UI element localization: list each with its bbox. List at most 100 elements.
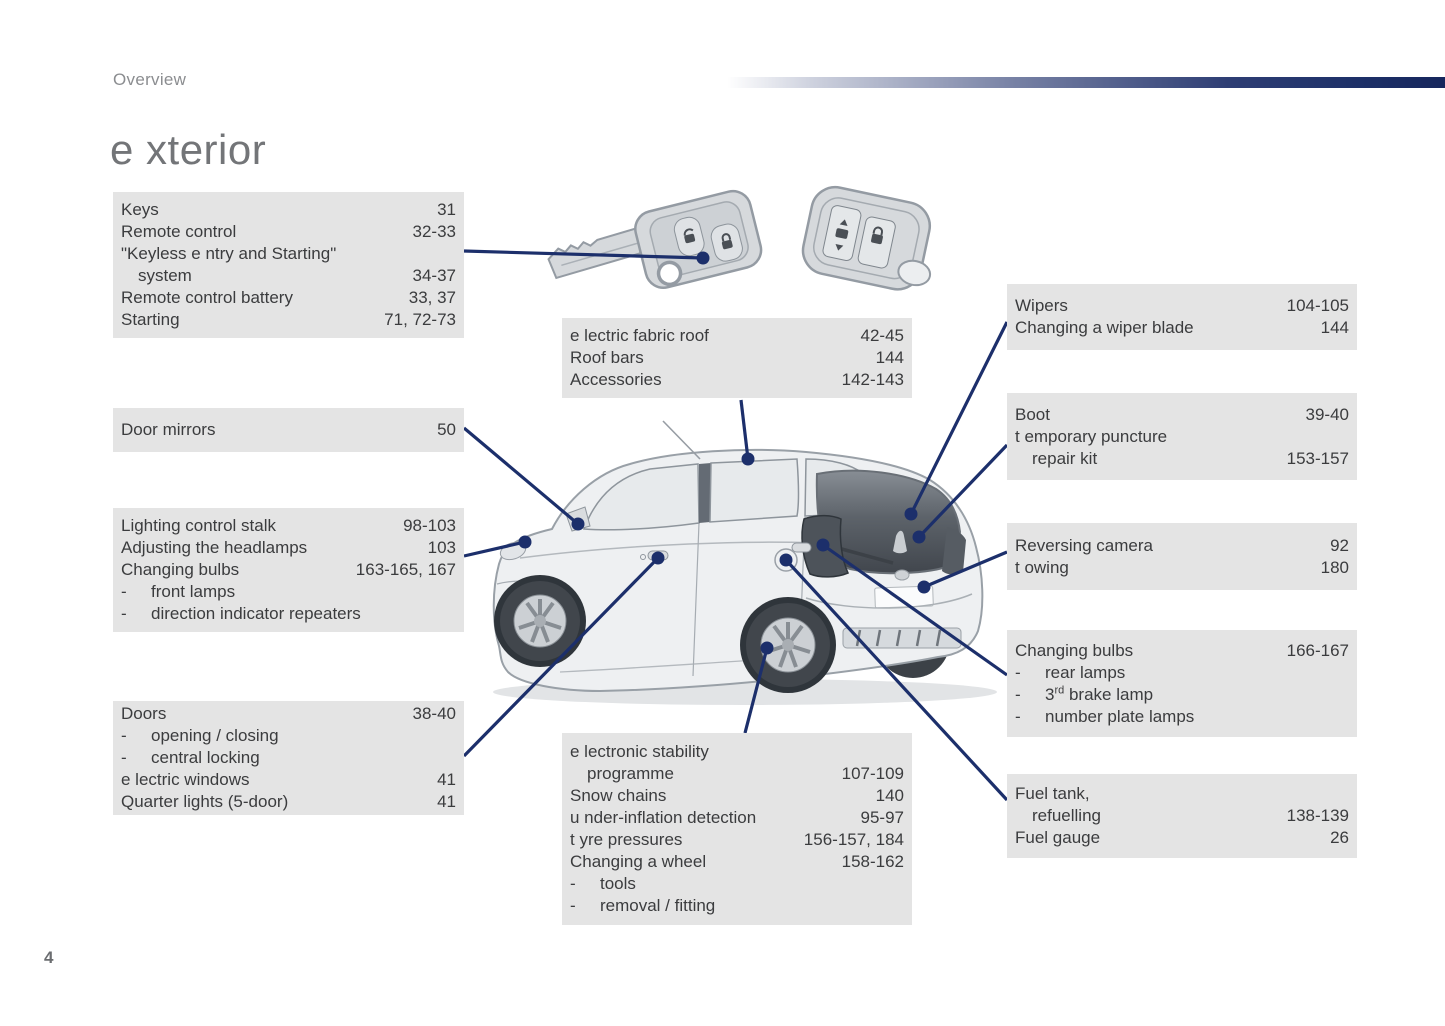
connector-door-mirrors [462,426,585,531]
b-pillar [699,463,711,523]
connector-dot [816,538,830,552]
page-ref: 107-109 [841,764,904,783]
page-ref: 144 [1320,318,1349,337]
index-row: Quarter lights (5-door) 41 [121,791,456,813]
page-ref: 38-40 [412,704,456,723]
entry-label: repair kit [1032,448,1098,468]
entry-label: Quarter lights (5-door) [121,792,289,811]
entry-label: 3rd brake lamp [1045,683,1154,704]
entry-label: removal / fitting [600,896,716,915]
connector-roof [739,399,755,466]
index-row: Changing bulbs 166-167 [1015,640,1349,662]
page-ref: 166-167 [1286,640,1349,660]
keyless-fob-illustration [801,185,932,291]
page-ref: 31 [437,200,456,219]
index-row: -opening / closing [121,725,456,747]
index-row: e lectronic stability [570,741,904,763]
keyhole [640,554,646,560]
page-ref: 71, 72-73 [384,310,456,329]
page-ref: 39-40 [1305,404,1349,424]
bullet-dash: - [570,896,576,915]
page-ref: 158-162 [841,852,904,871]
connector-dot [696,251,710,265]
entry-label: Fuel gauge [1015,828,1101,847]
page-ref: 42-45 [860,326,904,345]
page-ref: 41 [437,792,456,811]
page-ref: 144 [875,348,904,367]
index-row: -direction indicator repeaters [121,603,456,625]
page-ref: 92 [1330,535,1349,555]
bullet-dash: - [121,726,127,745]
entry-label: Door mirrors [121,420,216,439]
lion-badge [893,530,907,554]
entry-label: number plate lamps [1045,706,1195,726]
connector-dot [912,530,926,544]
rear-wheel [740,597,836,693]
front-wheel [494,575,586,667]
entry-label: Changing a wheel [570,852,707,871]
page-ref: 95-97 [860,808,904,827]
entry-label: Changing bulbs [1015,640,1134,660]
index-row: -central locking [121,747,456,769]
entry-label: e lectric windows [121,770,250,789]
entry-label: Boot [1015,404,1050,424]
index-row: Boot 39-40 [1015,404,1349,426]
index-row: "Keyless e ntry and Starting" [121,243,456,265]
page-title: e xterior [110,126,267,173]
entry-label: t emporary puncture [1015,426,1168,446]
entry-label: Changing a wiper blade [1015,318,1194,337]
page-ref: 163-165, 167 [355,560,456,579]
bullet-dash: - [121,748,127,767]
entry-label: refuelling [1032,806,1101,825]
connector-doors [462,551,665,758]
entry-label: e lectric fabric roof [570,326,709,345]
index-row: e lectric fabric roof 42-45 [570,325,904,347]
page-number: 4 [44,948,54,967]
index-row: -rear lamps [1015,662,1349,684]
connector-dot [904,507,918,521]
info-box-changing-bulbs: Changing bulbs 166-167-rear lamps- 3rd bra… [1007,630,1357,737]
rear-door-window [709,458,800,523]
fuel-filler-flap [774,548,798,572]
entry-label: Lighting control stalk [121,516,276,535]
fob-metal-cap [897,259,932,287]
connector-boot [912,443,1009,544]
flip-key-illustration [547,189,763,289]
page-ref: 156-157, 184 [803,830,904,849]
connector-keys [463,249,710,265]
section-header: Overview [113,70,187,89]
connector-dot [571,517,585,531]
entry-label: Accessories [570,370,662,389]
entry-label: Keys [121,200,159,219]
entry-label: front lamps [151,582,236,601]
connector-dot [760,641,774,655]
car-illustration [492,420,997,705]
entry-label: "Keyless e ntry and Starting" [121,244,337,263]
index-row: - 3rd brake lamp [1015,684,1349,706]
index-row: - removal / fitting [570,895,904,917]
entry-label: Starting [121,310,180,329]
bullet-dash: - [1015,684,1021,704]
